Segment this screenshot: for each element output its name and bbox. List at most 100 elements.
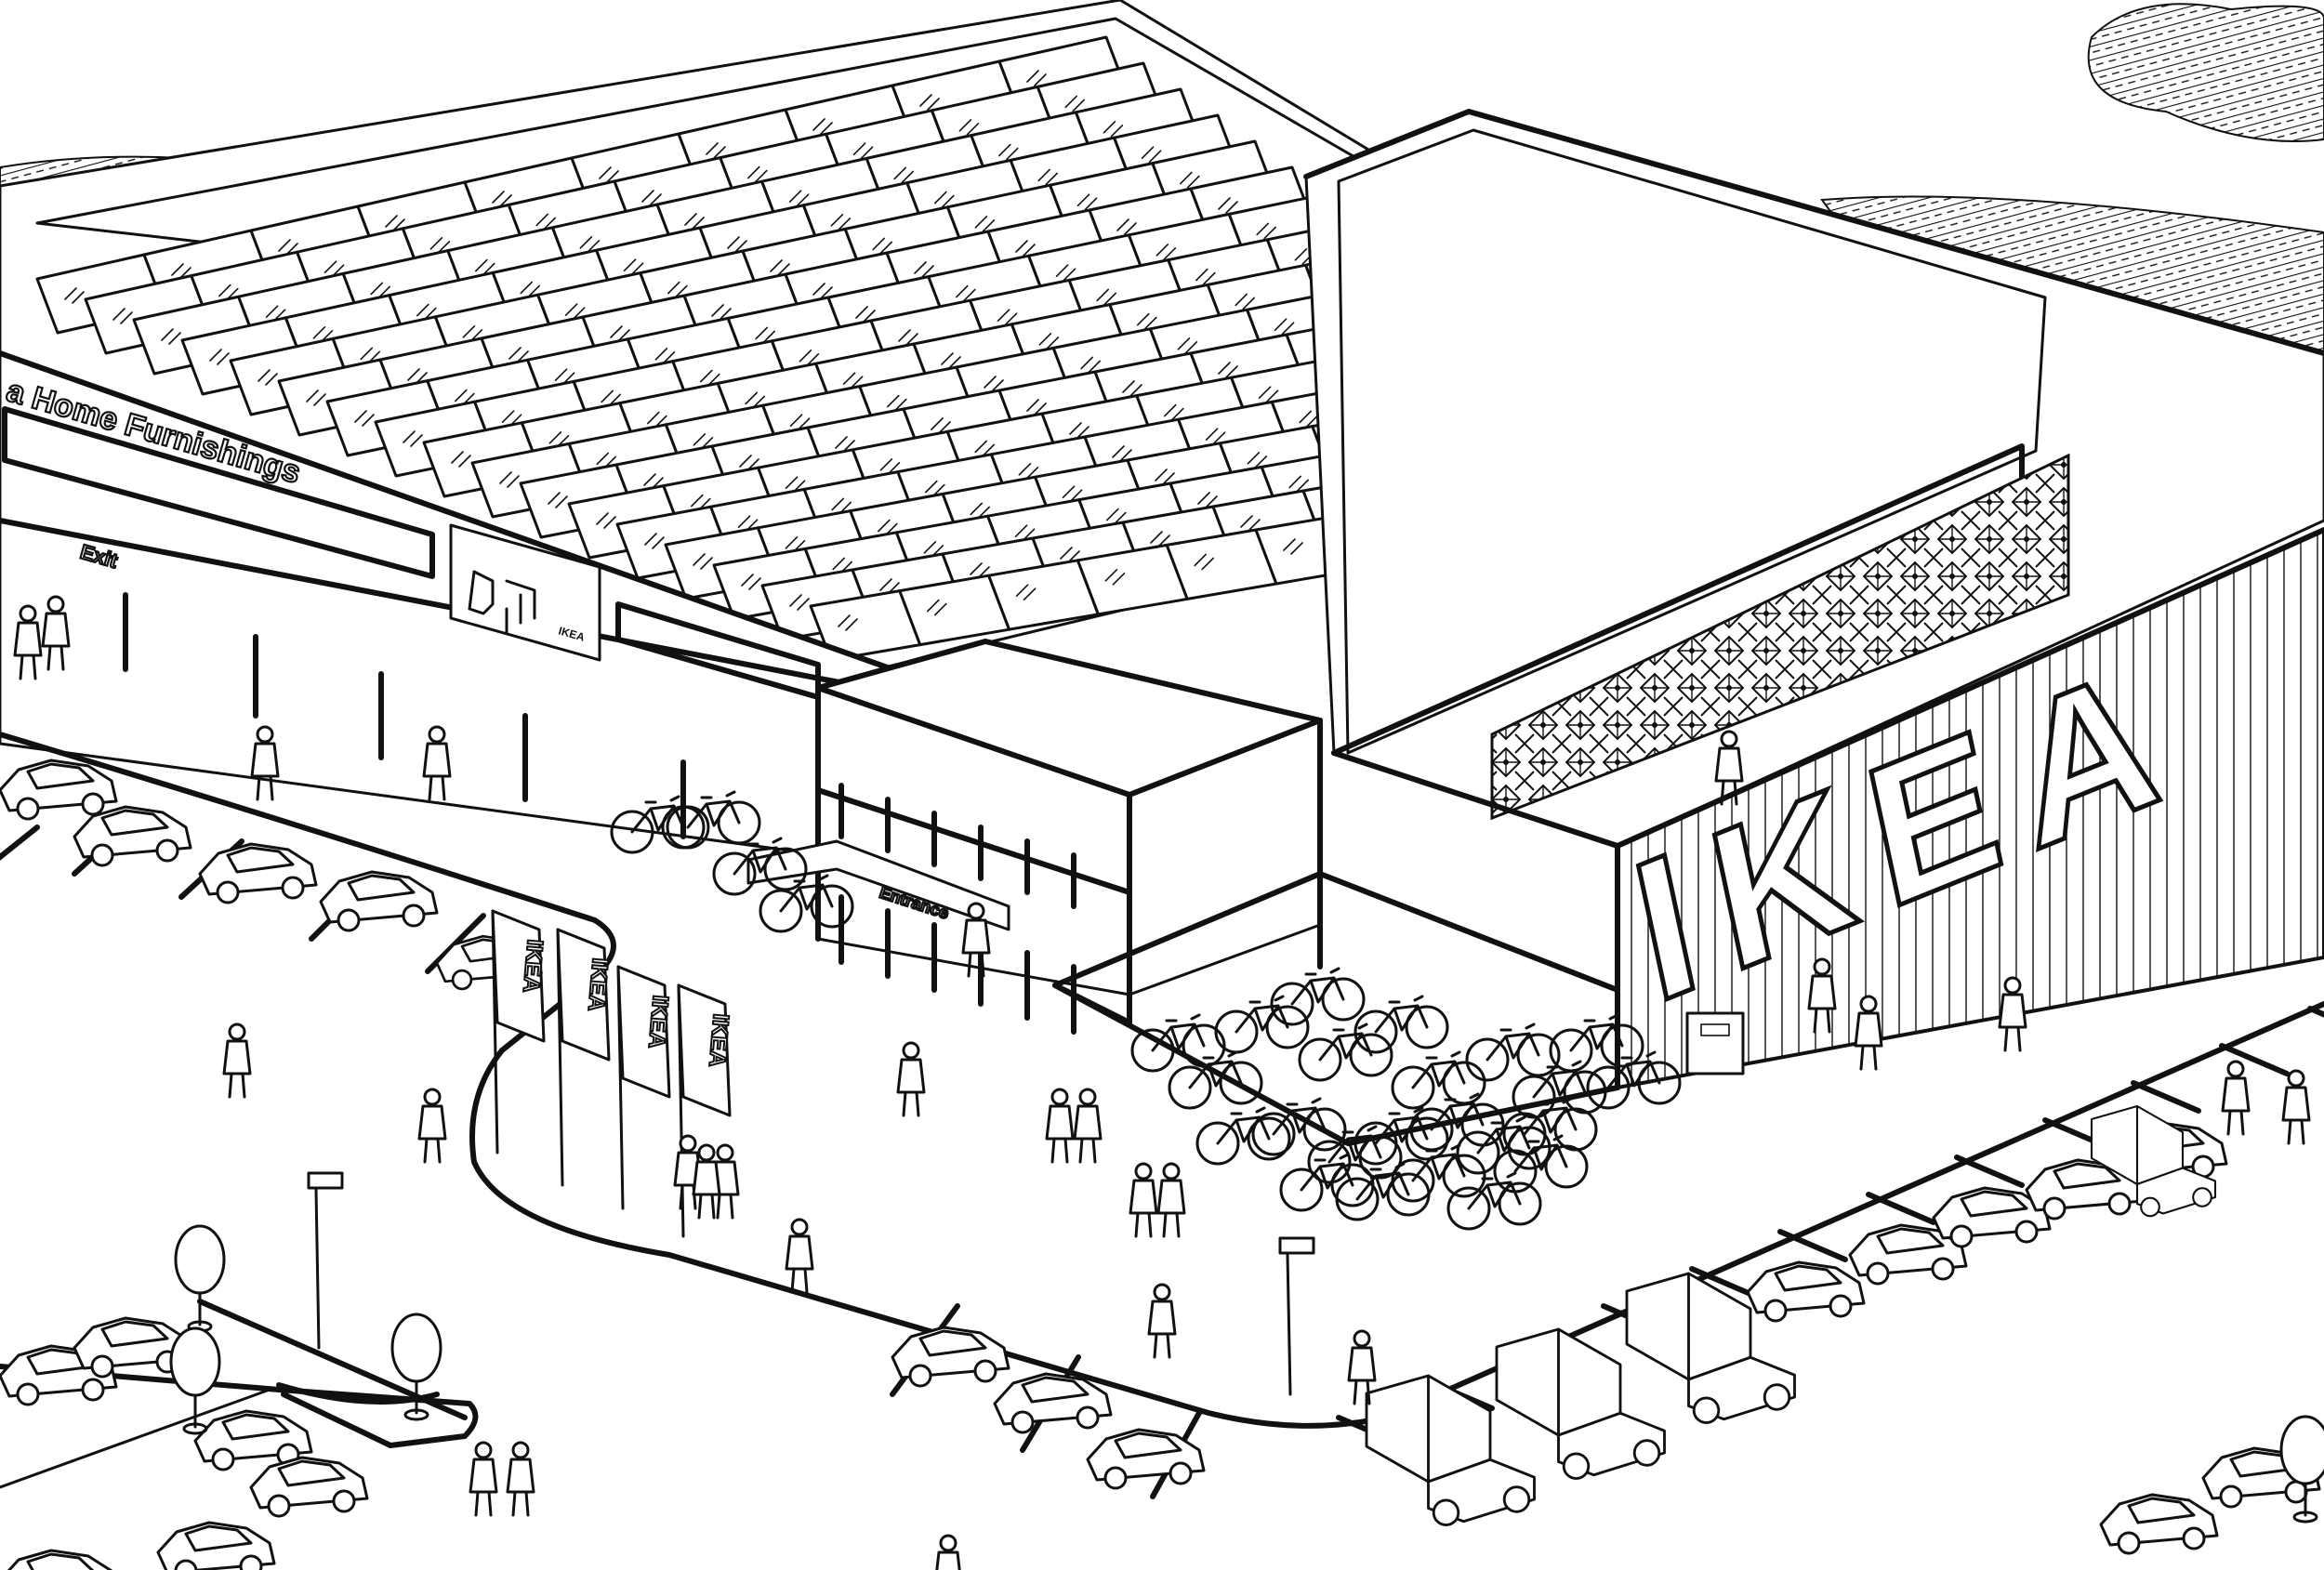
person	[1129, 1162, 1158, 1238]
person	[2281, 1069, 2311, 1145]
flag-label: IKEA	[583, 957, 613, 1011]
bike-shelter	[1052, 871, 1620, 1146]
car	[1848, 1223, 1968, 1286]
bicycle	[1446, 1171, 1542, 1231]
parking-line	[1777, 1229, 1848, 1262]
bicycle	[1391, 1050, 1486, 1110]
car	[193, 1409, 313, 1471]
parking-line	[2219, 1043, 2290, 1076]
tree	[174, 1224, 226, 1333]
street-lamp	[307, 1171, 344, 1350]
flag-pole: IKEA	[556, 928, 614, 1187]
tower-windows	[815, 783, 1132, 1035]
street-lamp	[1278, 1236, 1315, 1396]
car	[319, 870, 439, 932]
delivery-truck	[1625, 1272, 1796, 1424]
bicycle	[1456, 1115, 1552, 1175]
car	[1086, 1428, 1206, 1490]
bicycle	[1214, 995, 1310, 1054]
person	[2221, 1060, 2251, 1136]
person	[1807, 957, 1837, 1034]
parking-line	[0, 825, 40, 861]
person	[1073, 1088, 1103, 1164]
store-door	[1685, 1011, 1745, 1075]
person	[896, 1041, 926, 1117]
car	[7, 1549, 113, 1570]
parking-line	[1689, 1266, 1760, 1300]
car	[198, 842, 318, 904]
tree	[169, 1326, 221, 1435]
bicycle	[1130, 1013, 1226, 1073]
bicycle	[1279, 1153, 1375, 1212]
car	[0, 759, 118, 821]
bicycle	[1335, 1162, 1431, 1221]
chair-billboard: IKEA	[449, 523, 601, 662]
curbs	[0, 732, 2324, 1489]
delivery-truck	[1495, 1327, 1666, 1480]
car	[891, 1326, 1010, 1388]
green-wall	[1490, 453, 2070, 821]
person	[961, 902, 991, 978]
parking-line	[2307, 1006, 2324, 1018]
bicycle	[1353, 1106, 1449, 1166]
person	[469, 1441, 498, 1517]
solar-panel-array	[35, 35, 1723, 662]
flag-pole: IKEA	[616, 965, 674, 1210]
parking-line	[2131, 1080, 2201, 1114]
bicycle	[1409, 1092, 1505, 1152]
flag-pole: IKEA	[677, 983, 734, 1238]
person	[1156, 1162, 1186, 1238]
right-building: IKEA	[1303, 109, 2324, 1090]
person	[935, 1534, 961, 1570]
bicycle	[666, 790, 761, 850]
bicycle	[1298, 1022, 1393, 1082]
bicycle	[1586, 1050, 1682, 1110]
tree	[2279, 1415, 2324, 1524]
person	[506, 1441, 535, 1517]
flag-label: IKEA	[643, 994, 673, 1049]
person	[41, 595, 71, 671]
bicycle	[1270, 967, 1366, 1026]
person	[1045, 1088, 1075, 1164]
car	[156, 1521, 276, 1570]
bicycle	[1493, 1134, 1589, 1194]
car	[1746, 1260, 1866, 1323]
flag-pole: IKEA	[491, 909, 548, 1154]
person	[785, 1218, 814, 1294]
bicycle	[1391, 1143, 1486, 1203]
ikea-flags: IKEA IKEA IKEA IKEA	[491, 909, 734, 1238]
bicycle	[1251, 1097, 1347, 1156]
person	[1714, 730, 1744, 806]
bicycle	[1549, 1013, 1644, 1073]
flag-label: IKEA	[704, 1012, 733, 1067]
parking-line	[1866, 1192, 1936, 1225]
person	[222, 1022, 252, 1099]
car	[2099, 1493, 2219, 1555]
bicycle	[712, 837, 808, 896]
person	[1998, 976, 2027, 1052]
person	[1147, 1283, 1177, 1359]
car	[249, 1456, 369, 1518]
entrance-tower: Entrance	[746, 639, 1620, 1146]
person	[1854, 995, 1883, 1071]
bicycle	[759, 874, 854, 933]
car	[73, 805, 192, 867]
person	[692, 1143, 721, 1220]
person	[422, 725, 452, 801]
car	[993, 1372, 1113, 1434]
person	[417, 1088, 447, 1164]
bicycle	[1353, 995, 1449, 1054]
flag-label: IKEA	[518, 938, 548, 993]
tree	[390, 1313, 442, 1421]
person	[250, 725, 280, 801]
bicycle	[1465, 1022, 1561, 1082]
pedestrians	[13, 595, 2311, 1570]
delivery-truck	[2090, 1104, 2217, 1218]
car	[1932, 1186, 2052, 1248]
street-lamps-and-trees	[169, 1171, 2324, 1524]
person	[13, 604, 43, 680]
bicycle	[1195, 1106, 1291, 1166]
delivery-truck	[1365, 1374, 1536, 1526]
parking-line	[1954, 1154, 2025, 1188]
